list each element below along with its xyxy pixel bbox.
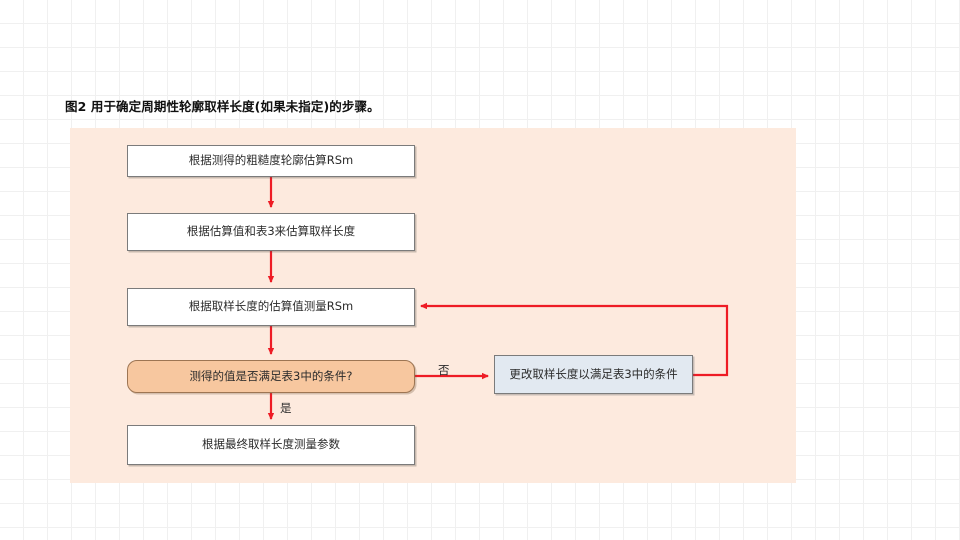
flow-node-label: 测得的值是否满足表3中的条件? (189, 368, 353, 383)
flow-node-condition-check: 测得的值是否满足表3中的条件? (127, 360, 415, 393)
flowchart-panel: 根据测得的粗糙度轮廓估算RSm 根据估算值和表3来估算取样长度 根据取样长度的估… (70, 128, 796, 483)
flow-node-label: 更改取样长度以满足表3中的条件 (509, 366, 678, 381)
flow-node-estimate-rsm: 根据测得的粗糙度轮廓估算RSm (127, 145, 415, 177)
flow-node-label: 根据最终取样长度测量参数 (202, 437, 340, 452)
figure-caption: 图2 用于确定周期性轮廓取样长度(如果未指定)的步骤。 (65, 99, 380, 114)
flow-node-label: 根据估算值和表3来估算取样长度 (186, 224, 356, 239)
flow-node-estimate-sampling-length: 根据估算值和表3来估算取样长度 (127, 213, 415, 251)
flow-node-label: 根据取样长度的估算值测量RSm (188, 299, 354, 314)
flow-node-measure-rsm: 根据取样长度的估算值测量RSm (127, 288, 415, 326)
flow-node-label: 根据测得的粗糙度轮廓估算RSm (188, 153, 354, 168)
flow-node-final-measurement: 根据最终取样长度测量参数 (127, 425, 415, 465)
flow-node-change-sampling-length: 更改取样长度以满足表3中的条件 (494, 355, 693, 394)
edge-label-yes: 是 (280, 401, 292, 415)
edge-label-no: 否 (438, 363, 450, 377)
